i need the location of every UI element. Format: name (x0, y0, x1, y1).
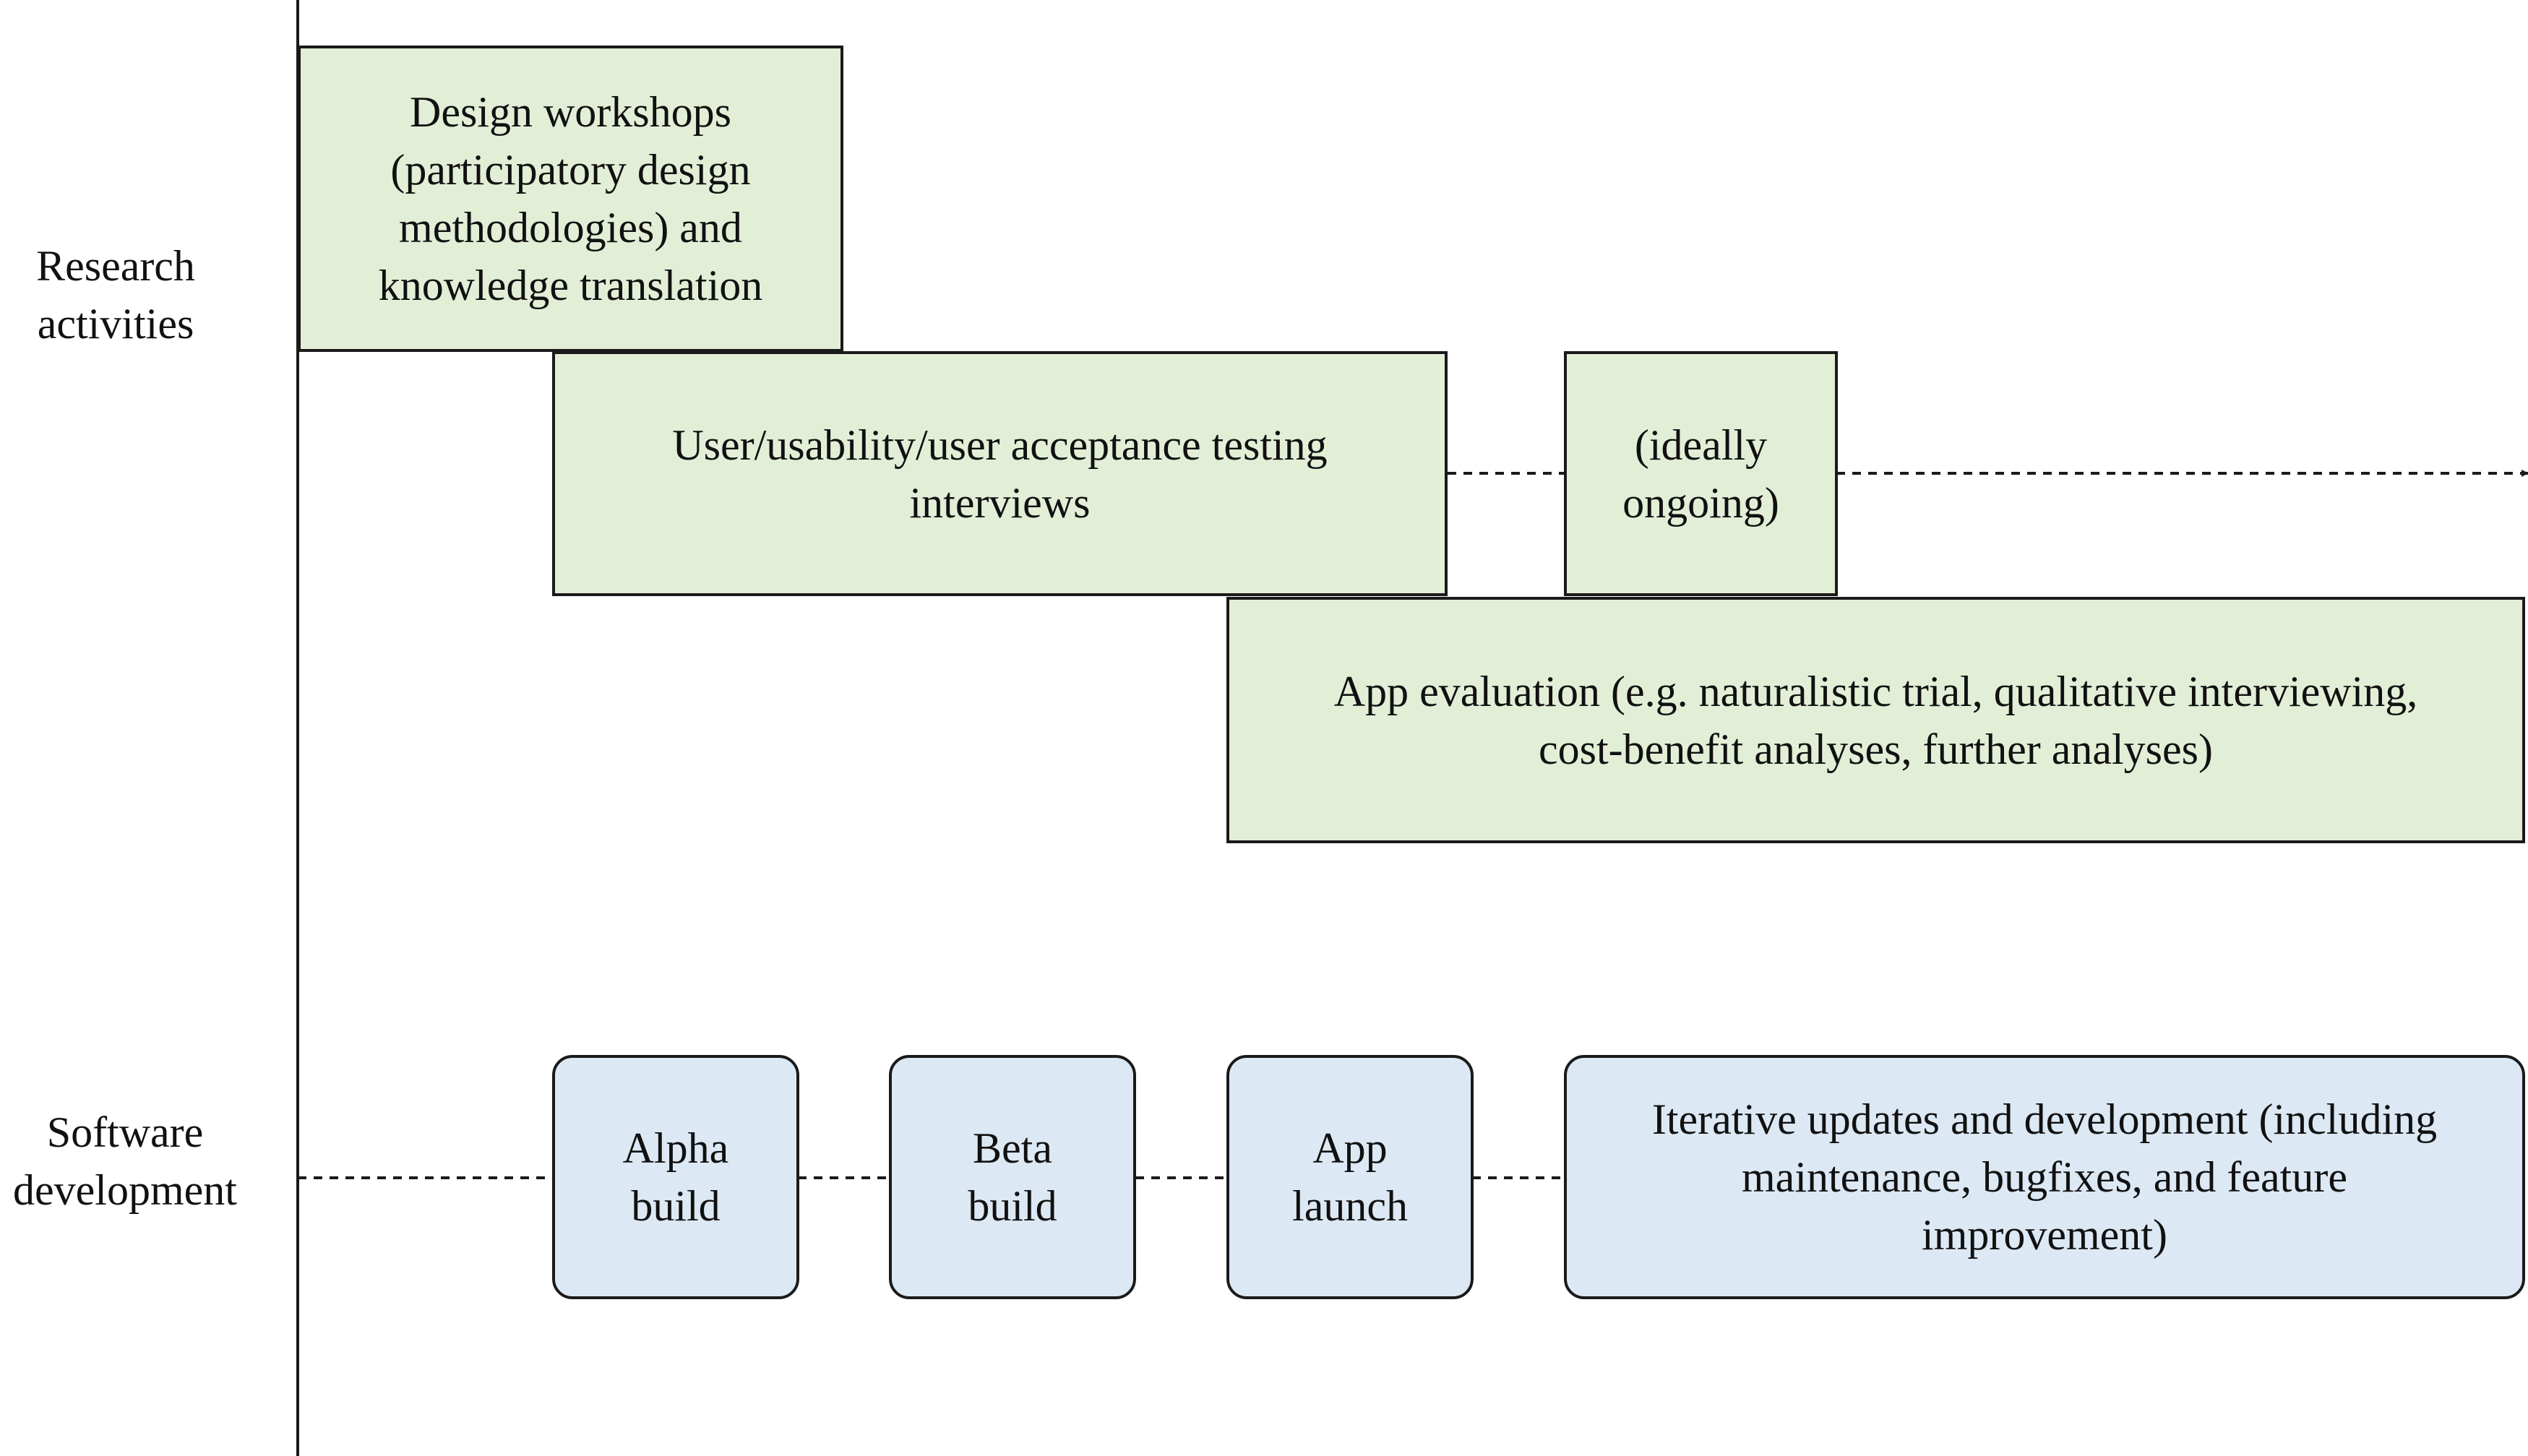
app-launch-box: App launch (1226, 1055, 1474, 1299)
row-label-research: Research activities (36, 242, 195, 348)
app-evaluation-box: App evaluation (e.g. naturalistic trial,… (1226, 597, 2525, 843)
iterative-updates-box: Iterative updates and development (inclu… (1564, 1055, 2525, 1299)
row-label-software: Software development (13, 1108, 237, 1214)
alpha-build-box: Alpha build (552, 1055, 799, 1299)
ideally-ongoing-box: (ideally ongoing) (1564, 351, 1838, 596)
design-workshops-box: Design workshops (participatory design m… (298, 46, 843, 352)
user-testing-box: User/usability/user acceptance testing i… (552, 351, 1448, 596)
beta-build-box: Beta build (889, 1055, 1136, 1299)
